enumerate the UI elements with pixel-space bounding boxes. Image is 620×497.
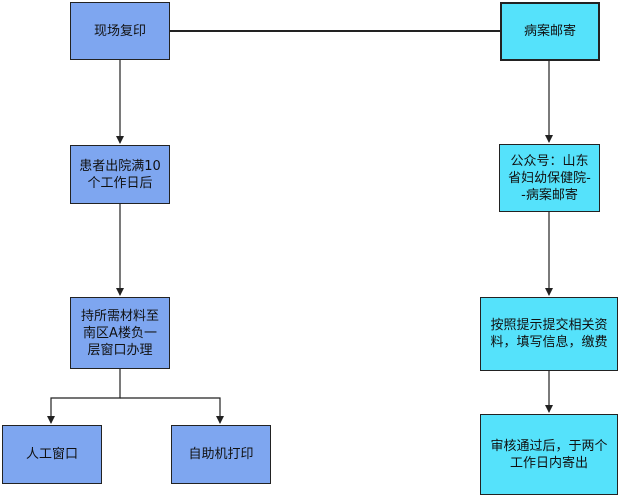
node-label: 人工窗口 <box>25 447 78 462</box>
branch-connector-right <box>120 397 224 424</box>
node-mail-records: 病案邮寄 <box>500 2 600 61</box>
node-onsite-copy: 现场复印 <box>70 2 170 60</box>
node-label: 审核通过后，于两个工作日内寄出 <box>490 438 608 471</box>
node-label: 患者出院满10个工作日后 <box>79 158 161 191</box>
node-manual-window: 人工窗口 <box>2 425 102 484</box>
node-label: 按照提示提交相关资料，填写信息，缴费 <box>490 318 608 350</box>
branch-connector <box>47 369 121 424</box>
node-self-service: 自助机打印 <box>171 425 271 484</box>
node-label: 现场复印 <box>93 23 146 39</box>
node-public-account: 公众号：山东省妇幼保健院--病案邮寄 <box>499 144 600 212</box>
node-after-discharge: 患者出院满10个工作日后 <box>70 145 170 204</box>
node-label: 病案邮寄 <box>523 24 576 39</box>
node-label: 持所需材料至南区A楼负一层窗口办理 <box>80 308 159 358</box>
node-label: 公众号：山东省妇幼保健院--病案邮寄 <box>508 153 591 203</box>
node-review-send: 审核通过后，于两个工作日内寄出 <box>480 414 618 495</box>
node-submit-info: 按照提示提交相关资料，填写信息，缴费 <box>480 297 618 371</box>
node-label: 自助机打印 <box>188 447 254 462</box>
node-bring-materials: 持所需材料至南区A楼负一层窗口办理 <box>70 297 170 369</box>
